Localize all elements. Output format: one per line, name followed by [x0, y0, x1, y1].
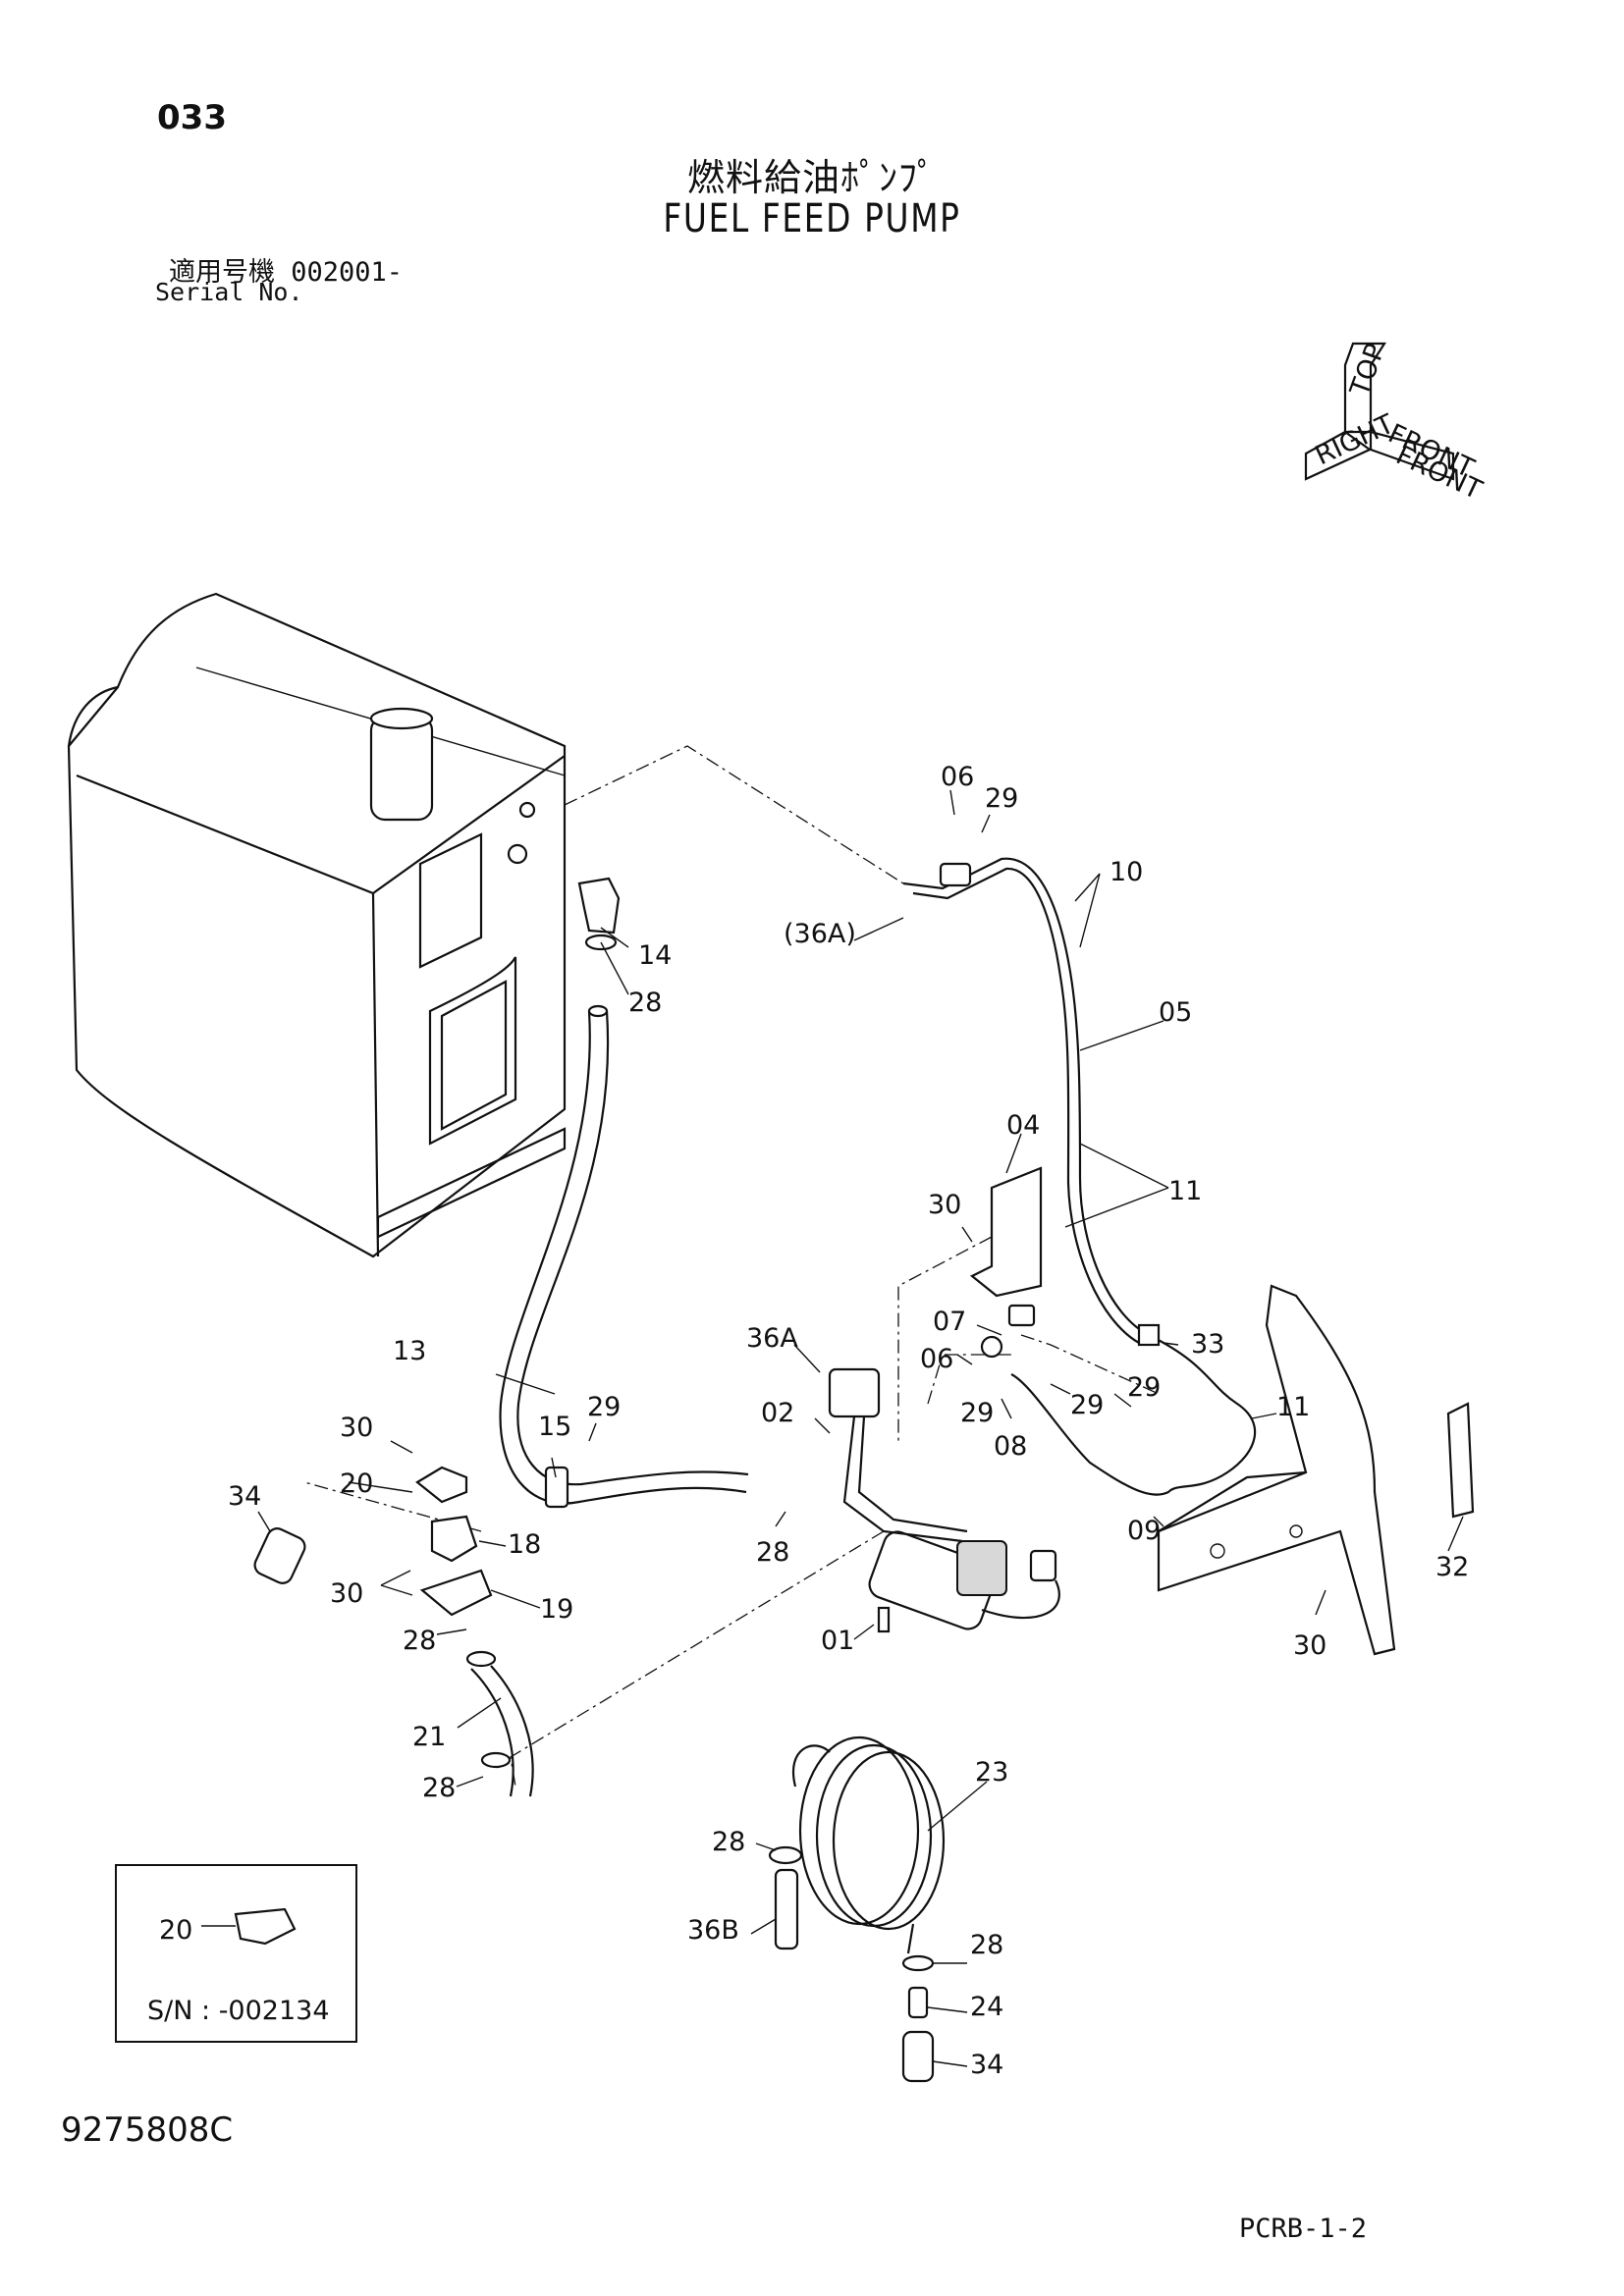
callout-28: 28 [756, 1537, 789, 1568]
inset-box: 20 S/N : -002134 [115, 1864, 357, 2043]
inset-part-label: 20 [159, 1915, 192, 1946]
callout-02: 02 [761, 1398, 794, 1428]
callout-06: 06 [941, 762, 974, 792]
serial-label-english: Serial No. [155, 278, 303, 306]
orientation-indicator: TOP FRONT RIGHT FRONT [1304, 340, 1487, 507]
callout-08: 08 [994, 1431, 1027, 1462]
callout-18: 18 [508, 1529, 541, 1560]
title-japanese: 燃料給油ﾎﾟﾝﾌﾟ [686, 156, 937, 199]
page-number: 033 [157, 98, 227, 137]
fittings-left [253, 1466, 534, 1797]
fuel-tank [67, 592, 567, 1258]
callout-30: 30 [1293, 1630, 1326, 1661]
callout-05: 05 [1159, 997, 1192, 1028]
inset-serial-note: S/N : -002134 [147, 1996, 330, 2026]
callout-20: 20 [340, 1468, 373, 1499]
bracket-04 [969, 1166, 1043, 1298]
callout-29: 29 [1070, 1390, 1104, 1420]
callout-29: 29 [587, 1392, 621, 1422]
callout-10: 10 [1110, 857, 1143, 887]
callout-29: 29 [1127, 1372, 1161, 1403]
callout-30: 30 [340, 1413, 373, 1443]
callout-04: 04 [1006, 1110, 1040, 1141]
callout-labels: 06 29 10 (36A) 14 28 05 04 30 11 36A 07 … [228, 762, 1469, 2080]
callout-30: 30 [330, 1578, 363, 1609]
fuel-pump [828, 1367, 1060, 1633]
callout-34: 34 [228, 1481, 261, 1512]
callout-29: 29 [960, 1398, 994, 1428]
callout-01: 01 [821, 1626, 854, 1656]
callout-28: 28 [628, 988, 662, 1018]
coiled-hose [768, 1735, 946, 2083]
callout-36a: 36A [746, 1323, 798, 1354]
callout-33: 33 [1191, 1329, 1224, 1360]
title-english: FUEL FEED PUMP [663, 196, 961, 241]
callout-28: 28 [403, 1626, 436, 1656]
callout-23: 23 [975, 1757, 1008, 1788]
callout-29: 29 [985, 783, 1018, 814]
callout-24: 24 [970, 1992, 1003, 2022]
callout-07: 07 [933, 1307, 966, 1337]
callout-21: 21 [412, 1722, 446, 1752]
callout-11: 11 [1168, 1176, 1202, 1206]
callout-15: 15 [538, 1412, 571, 1442]
hose-13 [499, 1004, 749, 1509]
callout-28: 28 [712, 1827, 745, 1857]
mounting-bracket [1157, 1284, 1475, 1656]
callout-14: 14 [638, 940, 672, 971]
elbow-fitting [577, 877, 621, 951]
callout-19: 19 [540, 1594, 573, 1625]
wire-harness [902, 857, 1257, 1496]
callout-11: 11 [1276, 1392, 1310, 1422]
serial-label-japanese: 適用号機 002001- [169, 257, 404, 288]
page-code: PCRB-1-2 [1239, 2214, 1368, 2244]
callout-32: 32 [1435, 1552, 1469, 1582]
callout-28: 28 [422, 1773, 456, 1803]
callout-09: 09 [1127, 1516, 1161, 1546]
callout-28: 28 [970, 1930, 1003, 1960]
callout-13: 13 [393, 1336, 426, 1366]
callout-34: 34 [970, 2050, 1003, 2080]
callout-06: 06 [920, 1344, 953, 1374]
callout-36a-ref: (36A) [784, 919, 856, 949]
callout-36b: 36B [687, 1915, 739, 1946]
orientation-label-right: RIGHT [1311, 408, 1399, 471]
leader-lines [257, 789, 1464, 2067]
drawing-number: 9275808C [61, 2110, 234, 2150]
callout-30: 30 [928, 1190, 961, 1220]
